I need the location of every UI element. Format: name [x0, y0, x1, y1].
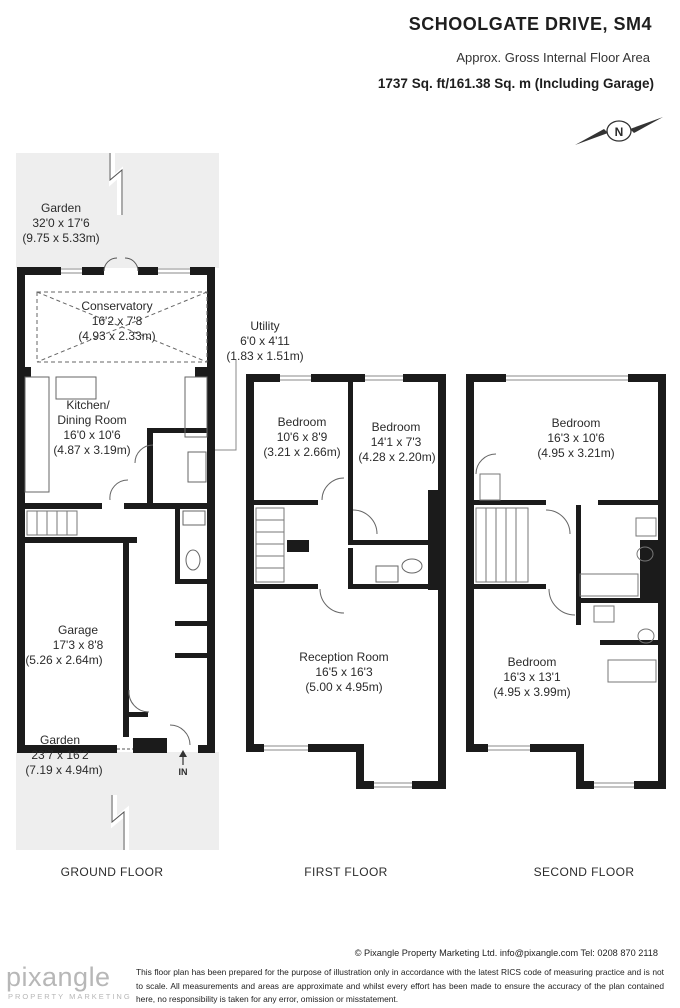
ff-bedroom2-metric: (4.28 x 2.20m): [358, 450, 435, 464]
garden-bottom-metric: (7.19 x 4.94m): [25, 763, 102, 777]
ff-bedroom2-imperial: 14'1 x 7'3: [371, 435, 422, 449]
conservatory-imperial: 16'2 x 7'8: [92, 314, 143, 328]
entrance-label: IN: [179, 767, 188, 777]
floor-label-second: SECOND FLOOR: [534, 865, 635, 879]
kitchen-metric: (4.87 x 3.19m): [53, 443, 130, 457]
garden-bottom-area: [16, 752, 219, 850]
garden-top-imperial: 32'0 x 17'6: [32, 216, 90, 230]
utility-metric: (1.83 x 1.51m): [226, 349, 303, 363]
pixangle-logo-subtitle: PROPERTY MARKETING: [8, 992, 132, 1001]
sf-bedroom1-imperial: 16'3 x 10'6: [547, 431, 605, 445]
reception-metric: (5.00 x 4.95m): [305, 680, 382, 694]
conservatory-metric: (4.93 x 2.33m): [78, 329, 155, 343]
garden-top-name: Garden: [41, 201, 81, 215]
ff-bedroom1-metric: (3.21 x 2.66m): [263, 445, 340, 459]
first-walls: [246, 374, 446, 789]
ff-bedroom1-name: Bedroom: [278, 415, 327, 429]
kitchen-name2: Dining Room: [57, 413, 126, 427]
disclaimer-text: This floor plan has been prepared for th…: [136, 967, 664, 1004]
compass-icon: N: [575, 117, 663, 145]
ground-windows: [61, 268, 190, 274]
sf-bedroom2-metric: (4.95 x 3.99m): [493, 685, 570, 699]
ff-bedroom2-name: Bedroom: [372, 420, 421, 434]
sf-bedroom1-metric: (4.95 x 3.21m): [537, 446, 614, 460]
garage-metric: (5.26 x 2.64m): [25, 653, 102, 667]
first-floor-plan: [246, 374, 446, 789]
ff-bedroom1-imperial: 10'6 x 8'9: [277, 430, 328, 444]
floor-label-first: FIRST FLOOR: [304, 865, 388, 879]
garage-name: Garage: [58, 623, 98, 637]
kitchen-imperial: 16'0 x 10'6: [63, 428, 121, 442]
floor-label-ground: GROUND FLOOR: [61, 865, 164, 879]
garden-bottom-name: Garden: [40, 733, 80, 747]
kitchen-name: Kitchen/: [66, 398, 110, 412]
pixangle-logo: pixangle: [6, 962, 111, 992]
floor-area-total: 1737 Sq. ft/161.38 Sq. m (Including Gara…: [377, 76, 654, 91]
sf-bedroom2-name: Bedroom: [508, 655, 557, 669]
conservatory-name: Conservatory: [81, 299, 152, 313]
utility-imperial: 6'0 x 4'11: [240, 334, 290, 348]
ground-stairs: [26, 510, 78, 536]
ground-floor-plan: [16, 153, 237, 850]
garden-bottom-imperial: 23'7 x 16'2: [31, 748, 89, 762]
garage-imperial: 17'3 x 8'8: [53, 638, 104, 652]
ground-walls: [17, 267, 215, 753]
room-labels: Garden 32'0 x 17'6 (9.75 x 5.33m) Conser…: [22, 201, 634, 879]
reception-name: Reception Room: [299, 650, 388, 664]
second-walls: [466, 374, 666, 789]
garden-top-metric: (9.75 x 5.33m): [22, 231, 99, 245]
reception-imperial: 16'5 x 16'3: [315, 665, 373, 679]
page-title: SCHOOLGATE DRIVE, SM4: [408, 14, 652, 34]
sf-bedroom1-name: Bedroom: [552, 416, 601, 430]
sf-bedroom2-imperial: 16'3 x 13'1: [503, 670, 561, 684]
compass-letter: N: [615, 125, 624, 139]
utility-name: Utility: [250, 319, 279, 333]
second-floor-plan: [466, 374, 666, 789]
floor-area-subtitle: Approx. Gross Internal Floor Area: [456, 50, 650, 65]
copyright-text: © Pixangle Property Marketing Ltd. info@…: [354, 948, 658, 958]
